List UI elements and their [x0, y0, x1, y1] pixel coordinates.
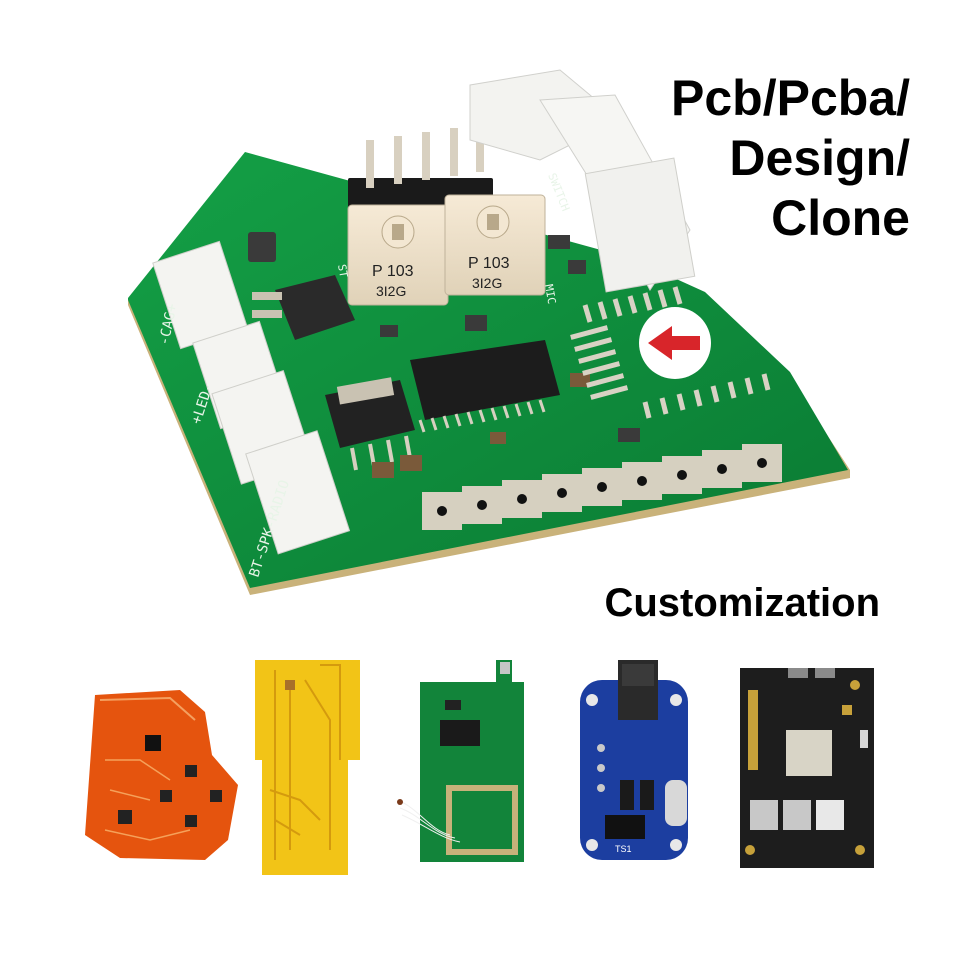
potentiometer-2: P 103 3I2G	[444, 194, 546, 296]
thumb-blue-pcb: TS1	[580, 660, 688, 860]
silk-switch: SWITCH	[545, 171, 572, 213]
ts1-label: TS1	[615, 844, 632, 854]
thumb-yellow-flex-pcb	[255, 660, 360, 875]
headline-line-1: Pcb/Pcba/	[671, 70, 910, 126]
pot-code-1: 3I2G	[376, 283, 406, 299]
left-connectors	[152, 240, 351, 555]
headline: Pcb/Pcba/ Design/ Clone	[610, 68, 910, 248]
thumb-black-pcb	[740, 668, 874, 868]
headline-line-3: Clone	[771, 190, 910, 246]
potentiometer-1: P 103 3I2G	[347, 204, 449, 306]
headline-line-2: Design/	[729, 130, 910, 186]
pot-label-2: P 103	[468, 255, 510, 272]
silk-st: ST	[335, 263, 350, 279]
pot-code-2: 3I2G	[472, 275, 502, 291]
customization-heading: Customization	[604, 581, 880, 625]
regulator-top	[252, 275, 355, 340]
edge-pads-top	[582, 286, 683, 323]
regulator-bottom	[325, 377, 415, 471]
ic-main	[410, 340, 560, 433]
pot-label-1: P 103	[372, 263, 414, 280]
edge-pads-right	[570, 325, 629, 400]
edge-pads-bottom	[642, 373, 771, 419]
arrow-icon	[639, 307, 711, 379]
top-connectors	[469, 69, 696, 293]
smd-components	[248, 232, 640, 478]
thumb-orange-flex-pcb	[85, 690, 238, 860]
thumb-green-pcb	[397, 660, 524, 862]
test-pad-row	[422, 444, 782, 530]
silk-mic: MIC	[542, 283, 558, 305]
